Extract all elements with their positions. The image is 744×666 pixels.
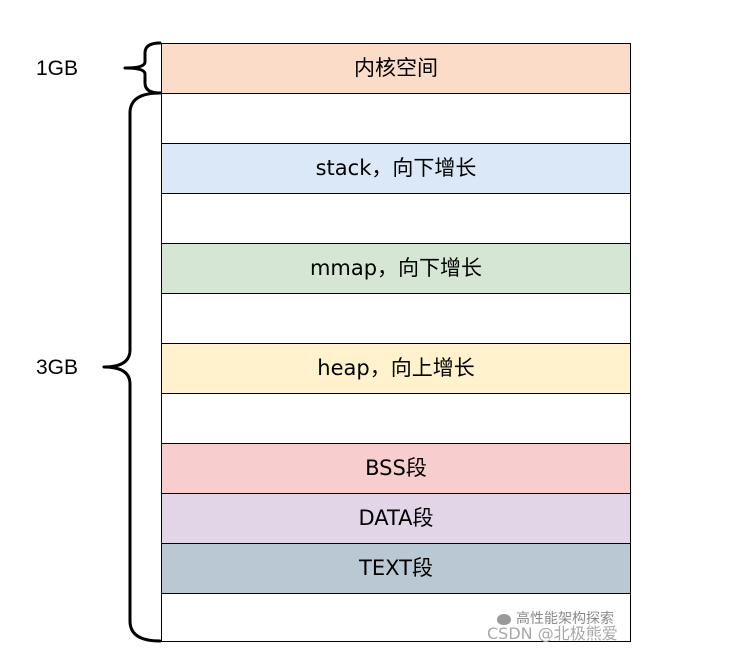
gap-segment-1: [161, 93, 631, 144]
gap-segment-4: [161, 393, 631, 444]
gap-segment-3: [161, 293, 631, 344]
text-segment: TEXT段: [161, 543, 631, 594]
wechat-icon: [497, 614, 511, 625]
gap-segment-5: [161, 593, 631, 642]
stack-segment: stack，向下增长: [161, 143, 631, 194]
watermark-source: CSDN @北极熊爱: [487, 624, 618, 643]
kernel-space-segment: 内核空间: [161, 43, 631, 94]
kernel-brace: [123, 41, 162, 95]
user-brace: [102, 91, 162, 643]
gap-segment-2: [161, 193, 631, 244]
bss-segment: BSS段: [161, 443, 631, 494]
heap-segment: heap，向上增长: [161, 343, 631, 394]
kernel-size-label: 1GB: [36, 57, 79, 80]
data-segment: DATA段: [161, 493, 631, 544]
mmap-segment: mmap，向下增长: [161, 243, 631, 294]
watermark-account: 高性能架构探索: [516, 611, 614, 627]
user-size-label: 3GB: [36, 356, 79, 379]
